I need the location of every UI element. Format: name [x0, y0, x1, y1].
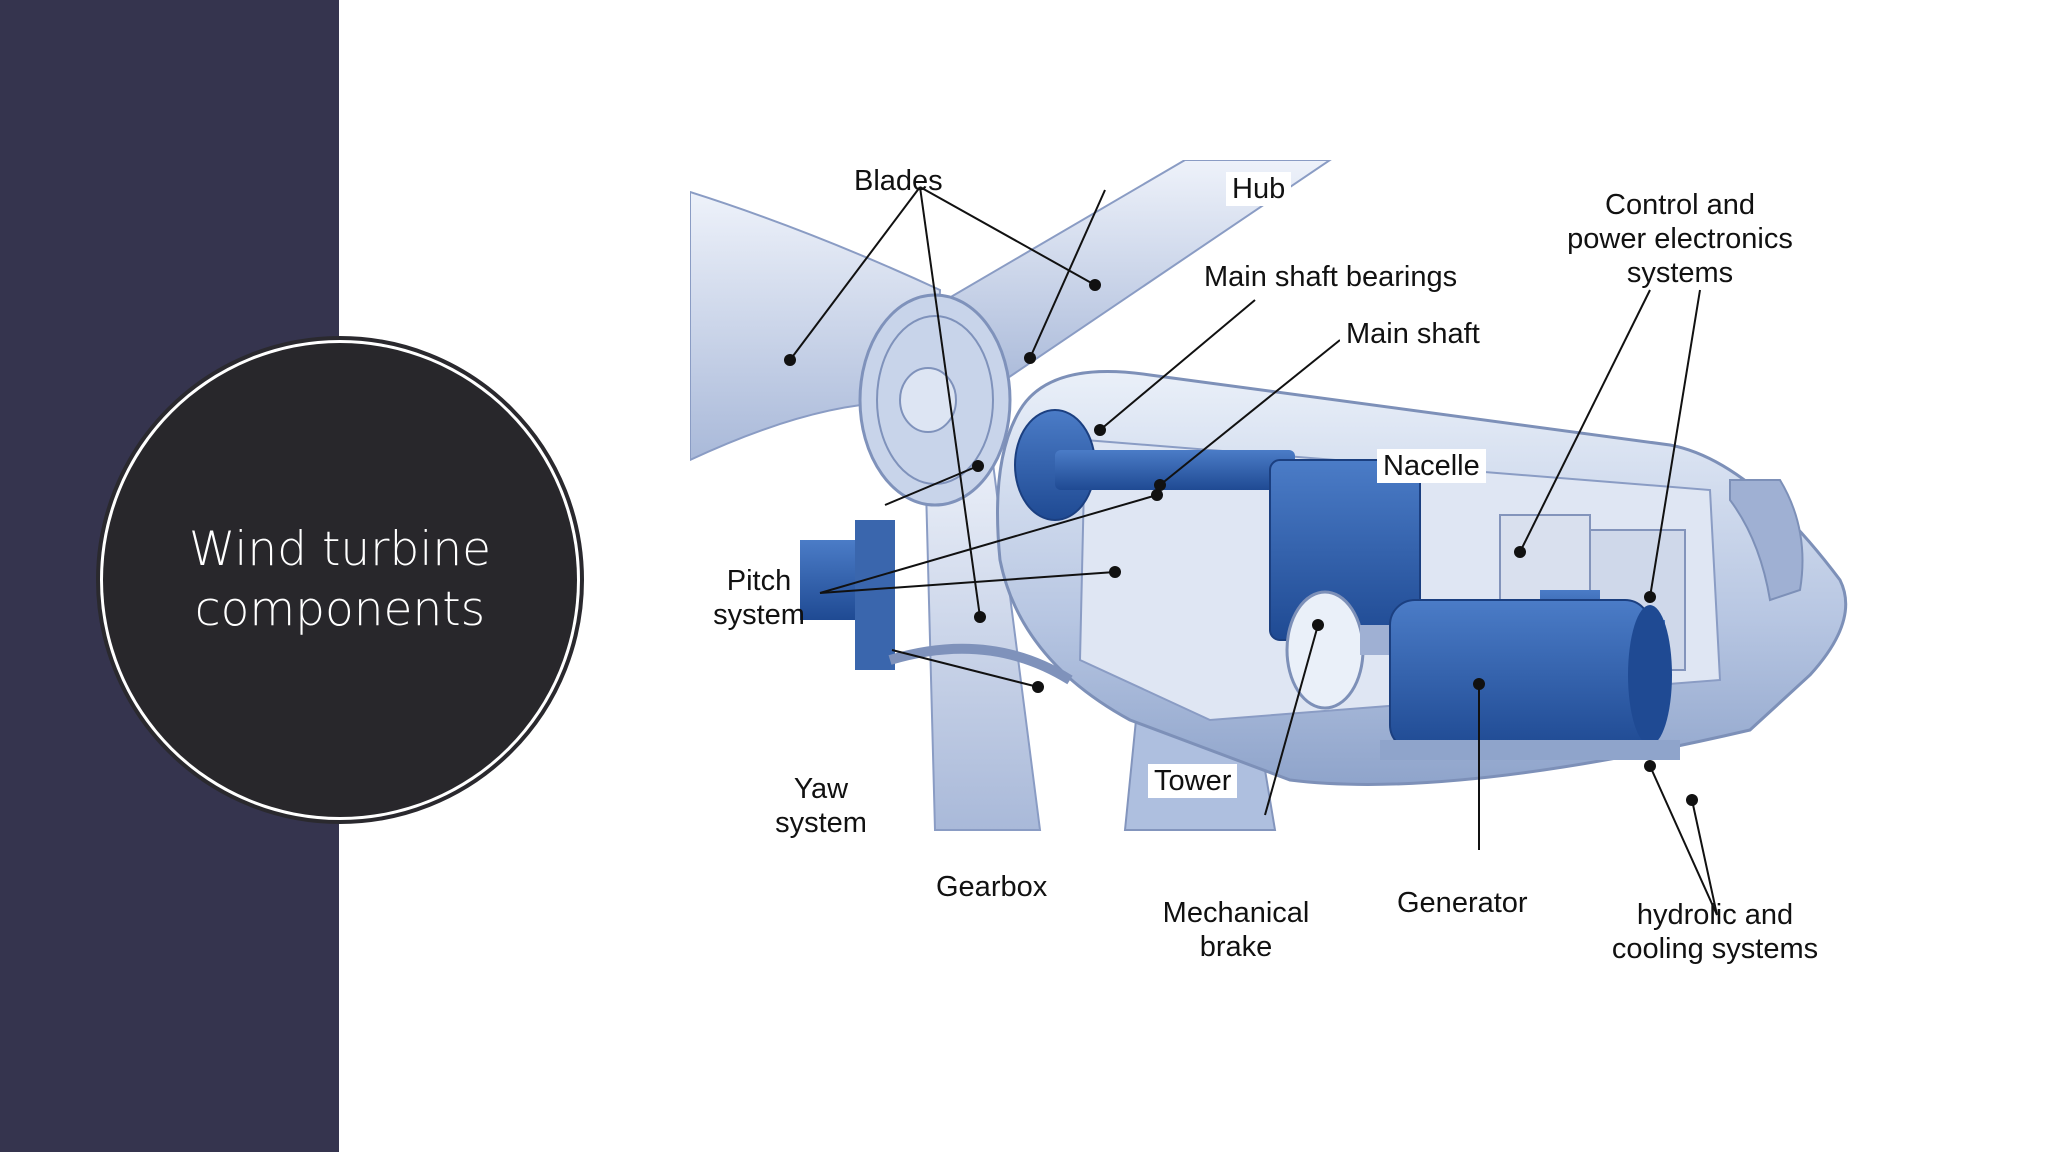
turbine-illustration: [690, 160, 1848, 916]
label-control-systems: Control and power electronics systems: [1540, 188, 1820, 290]
label-control-line-2: power electronics: [1567, 223, 1793, 255]
label-pitch-line-1: Pitch: [726, 565, 792, 597]
leader-dots: [784, 279, 1698, 806]
label-hydro-line-2: cooling systems: [1611, 933, 1819, 965]
title-circle: Wind turbine components: [103, 343, 577, 817]
label-control-line-3: systems: [1626, 257, 1734, 289]
label-yaw-line-1: Yaw: [793, 773, 849, 805]
label-hydraulic-cooling: hydrolic and cooling systems: [1590, 898, 1840, 966]
label-hub: Hub: [1226, 172, 1292, 206]
label-generator: Generator: [1397, 887, 1528, 919]
label-blades: Blades: [854, 165, 943, 197]
leader-lines: [789, 186, 1718, 916]
label-main-shaft-bearings: Main shaft bearings: [1198, 260, 1464, 294]
label-tower: Tower: [1148, 764, 1238, 798]
wind-turbine-diagram: Blades Hub Main shaft bearings Main shaf…: [690, 160, 1850, 1000]
label-gearbox: Gearbox: [936, 871, 1048, 903]
drivetrain-shape: [800, 409, 1680, 760]
label-yaw-line-2: system: [775, 807, 867, 839]
label-mechanical-brake: Mechanical brake: [1146, 896, 1326, 964]
label-hydro-line-1: hydrolic and: [1636, 899, 1794, 931]
label-main-shaft: Main shaft: [1340, 317, 1486, 351]
label-yaw-system: Yaw system: [766, 772, 876, 840]
label-brake-line-1: Mechanical: [1162, 897, 1310, 929]
label-nacelle: Nacelle: [1377, 449, 1486, 483]
label-pitch-system: Pitch system: [704, 564, 814, 632]
label-control-line-1: Control and: [1605, 189, 1755, 221]
hub-shape: [858, 293, 1012, 507]
label-brake-line-2: brake: [1199, 931, 1273, 963]
label-pitch-line-2: system: [713, 599, 805, 631]
slide-title: Wind turbine components: [188, 522, 492, 637]
